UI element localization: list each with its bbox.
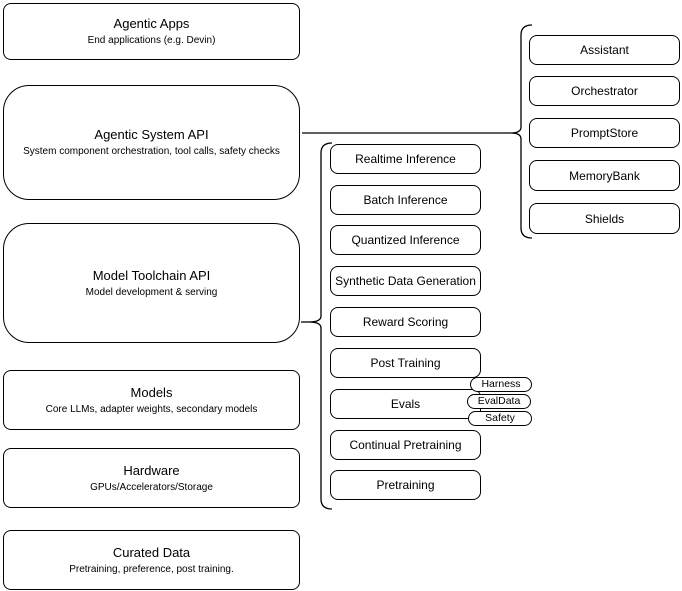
- node-models: Models Core LLMs, adapter weights, secon…: [3, 370, 300, 430]
- toolchain-services-brace: [308, 142, 333, 510]
- node-title: Agentic System API: [94, 127, 209, 142]
- node-agentic-system-api: Agentic System API System component orch…: [3, 85, 300, 200]
- node-label: Realtime Inference: [355, 152, 456, 166]
- node-title: Hardware: [123, 462, 180, 478]
- node-subtitle: Core LLMs, adapter weights, secondary mo…: [45, 403, 258, 415]
- tag-label: EvalData: [477, 395, 521, 407]
- node-subtitle: GPUs/Accelerators/Storage: [90, 481, 213, 493]
- node-post-training: Post Training: [330, 348, 481, 378]
- node-title: Models: [130, 384, 173, 400]
- node-title: Agentic Apps: [113, 16, 190, 31]
- node-subtitle: Pretraining, preference, post training.: [69, 563, 234, 575]
- node-assistant: Assistant: [529, 35, 680, 65]
- node-quantized-inference: Quantized Inference: [330, 225, 481, 255]
- node-label: PromptStore: [570, 126, 639, 140]
- tag-safety: Safety: [468, 411, 532, 426]
- node-label: Quantized Inference: [351, 233, 460, 247]
- node-pretraining: Pretraining: [330, 470, 481, 500]
- node-title: Model Toolchain API: [92, 267, 211, 283]
- node-label: Shields: [584, 211, 625, 226]
- node-label: Synthetic Data Generation: [335, 274, 476, 288]
- node-subtitle: Model development & serving: [85, 286, 218, 298]
- tag-harness: Harness: [470, 377, 532, 392]
- node-orchestrator: Orchestrator: [529, 76, 680, 106]
- node-continual-pretraining: Continual Pretraining: [330, 430, 481, 460]
- node-synthetic-data-generation: Synthetic Data Generation: [330, 266, 481, 296]
- tag-evaldata: EvalData: [467, 394, 531, 409]
- node-label: Continual Pretraining: [349, 438, 462, 452]
- node-label: Evals: [390, 397, 421, 411]
- tag-label: Harness: [481, 378, 521, 390]
- node-memorybank: MemoryBank: [529, 160, 680, 191]
- node-title: Curated Data: [112, 544, 191, 560]
- node-curated-data: Curated Data Pretraining, preference, po…: [3, 530, 300, 590]
- node-agentic-apps: Agentic Apps End applications (e.g. Devi…: [3, 3, 300, 60]
- node-promptstore: PromptStore: [529, 118, 680, 148]
- node-label: MemoryBank: [569, 168, 640, 183]
- node-label: Orchestrator: [571, 84, 638, 98]
- node-subtitle: System component orchestration, tool cal…: [23, 146, 280, 157]
- node-label: Assistant: [580, 43, 629, 57]
- node-label: Post Training: [370, 356, 441, 370]
- node-batch-inference: Batch Inference: [330, 185, 481, 215]
- node-reward-scoring: Reward Scoring: [330, 307, 481, 337]
- node-hardware: Hardware GPUs/Accelerators/Storage: [3, 448, 300, 508]
- node-label: Pretraining: [376, 478, 435, 492]
- node-shields: Shields: [529, 203, 680, 234]
- node-label: Reward Scoring: [362, 315, 449, 329]
- node-label: Batch Inference: [363, 193, 448, 207]
- node-realtime-inference: Realtime Inference: [330, 144, 481, 174]
- tag-label: Safety: [485, 412, 515, 424]
- node-evals: Evals: [330, 389, 481, 419]
- node-model-toolchain-api: Model Toolchain API Model development & …: [3, 223, 300, 343]
- node-subtitle: End applications (e.g. Devin): [87, 35, 216, 46]
